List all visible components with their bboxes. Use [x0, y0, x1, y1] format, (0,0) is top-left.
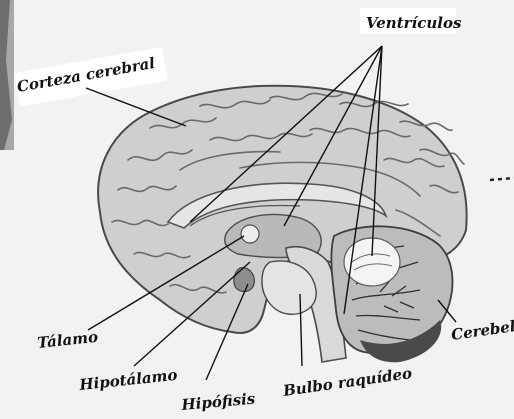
pituitary-gland [234, 268, 254, 292]
label-ventriculos: Ventrículos [366, 14, 462, 32]
ventricle-opening [241, 225, 259, 243]
